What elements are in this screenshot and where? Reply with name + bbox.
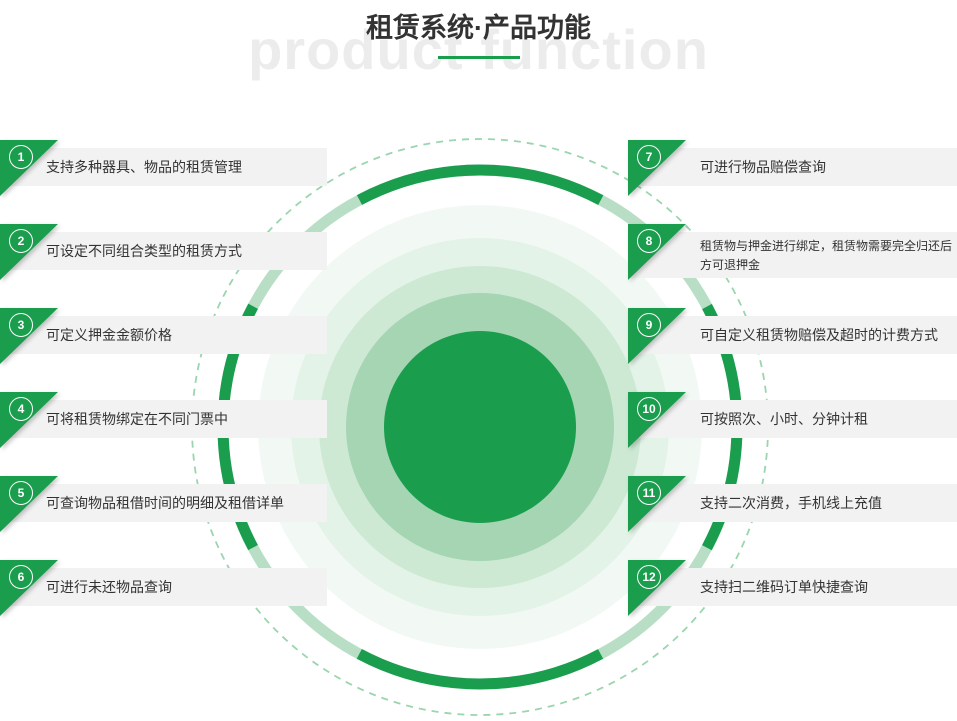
- badge-number: 6: [9, 565, 33, 589]
- feature-badge: 1: [0, 140, 58, 196]
- feature-text: 可自定义租赁物赔偿及超时的计费方式: [628, 316, 957, 354]
- feature-item-3: 可定义押金金额价格 3: [0, 308, 327, 364]
- feature-badge: 3: [0, 308, 58, 364]
- watermark-text: product function: [248, 18, 709, 81]
- badge-number: 4: [9, 397, 33, 421]
- feature-text: 租赁物与押金进行绑定，租赁物需要完全归还后方可退押金: [628, 232, 957, 278]
- feature-item-12: 支持扫二维码订单快捷查询 12: [628, 560, 957, 616]
- feature-text: 可查询物品租借时间的明细及租借详单: [0, 484, 327, 522]
- feature-badge: 8: [628, 224, 686, 280]
- badge-number: 1: [9, 145, 33, 169]
- badge-number: 9: [637, 313, 661, 337]
- feature-item-5: 可查询物品租借时间的明细及租借详单 5: [0, 476, 327, 532]
- badge-number: 2: [9, 229, 33, 253]
- feature-item-9: 可自定义租赁物赔偿及超时的计费方式 9: [628, 308, 957, 364]
- feature-text: 可进行未还物品查询: [0, 568, 327, 606]
- title-underline: [437, 56, 520, 59]
- feature-item-8: 租赁物与押金进行绑定，租赁物需要完全归还后方可退押金 8: [628, 224, 957, 280]
- badge-number: 11: [637, 481, 661, 505]
- badge-number: 12: [637, 565, 661, 589]
- feature-badge: 10: [628, 392, 686, 448]
- badge-number: 5: [9, 481, 33, 505]
- feature-text: 可进行物品赔偿查询: [628, 148, 957, 186]
- feature-text: 可定义押金金额价格: [0, 316, 327, 354]
- feature-text: 支持多种器具、物品的租赁管理: [0, 148, 327, 186]
- feature-badge: 4: [0, 392, 58, 448]
- feature-badge: 11: [628, 476, 686, 532]
- feature-item-1: 支持多种器具、物品的租赁管理 1: [0, 140, 327, 196]
- badge-number: 10: [637, 397, 661, 421]
- feature-badge: 5: [0, 476, 58, 532]
- feature-text: 支持扫二维码订单快捷查询: [628, 568, 957, 606]
- center-circle: [384, 331, 576, 523]
- feature-badge: 2: [0, 224, 58, 280]
- feature-item-11: 支持二次消费，手机线上充值 11: [628, 476, 957, 532]
- page-title: 租赁系统·产品功能: [366, 13, 591, 43]
- badge-number: 8: [637, 229, 661, 253]
- feature-badge: 7: [628, 140, 686, 196]
- feature-item-6: 可进行未还物品查询 6: [0, 560, 327, 616]
- feature-text: 可设定不同组合类型的租赁方式: [0, 232, 327, 270]
- feature-text: 可按照次、小时、分钟计租: [628, 400, 957, 438]
- feature-badge: 12: [628, 560, 686, 616]
- feature-badge: 6: [0, 560, 58, 616]
- header: product function 租赁系统·产品功能: [0, 0, 957, 110]
- feature-text: 可将租赁物绑定在不同门票中: [0, 400, 327, 438]
- badge-number: 3: [9, 313, 33, 337]
- feature-item-2: 可设定不同组合类型的租赁方式 2: [0, 224, 327, 280]
- feature-item-4: 可将租赁物绑定在不同门票中 4: [0, 392, 327, 448]
- feature-item-10: 可按照次、小时、分钟计租 10: [628, 392, 957, 448]
- feature-item-7: 可进行物品赔偿查询 7: [628, 140, 957, 196]
- feature-badge: 9: [628, 308, 686, 364]
- feature-text: 支持二次消费，手机线上充值: [628, 484, 957, 522]
- badge-number: 7: [637, 145, 661, 169]
